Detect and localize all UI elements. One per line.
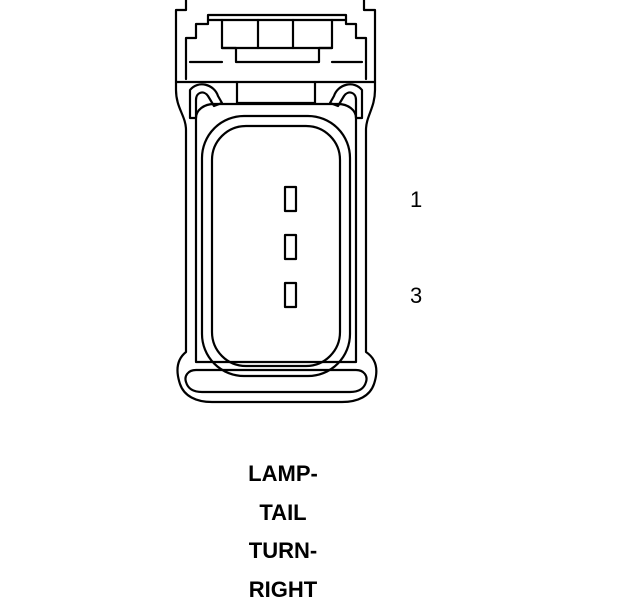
left-ear (190, 84, 222, 118)
terminal-pin-2 (285, 235, 296, 259)
latch-center-block (222, 20, 332, 62)
housing-second-contour (196, 104, 356, 362)
caption-line: TURN- (200, 532, 366, 571)
caption-line: LAMP- (200, 455, 366, 494)
connector-caption: LAMP- TAIL TURN- RIGHT (200, 455, 366, 609)
caption-line: TAIL (200, 494, 366, 533)
caption-line: RIGHT (200, 571, 366, 609)
pin-3-label: 3 (410, 285, 422, 307)
housing-bottom-rail (185, 370, 366, 392)
latch-outer-outline (176, 0, 375, 82)
latch-collar (237, 82, 315, 103)
connector-latch (176, 0, 375, 103)
terminal-pin-1 (285, 187, 296, 211)
cavity-inner (212, 126, 340, 366)
terminal-pin-3 (285, 283, 296, 307)
terminal-pins (285, 187, 296, 307)
pin-1-label: 1 (410, 189, 422, 211)
right-ear (330, 84, 362, 118)
cavity-outer (202, 116, 350, 376)
